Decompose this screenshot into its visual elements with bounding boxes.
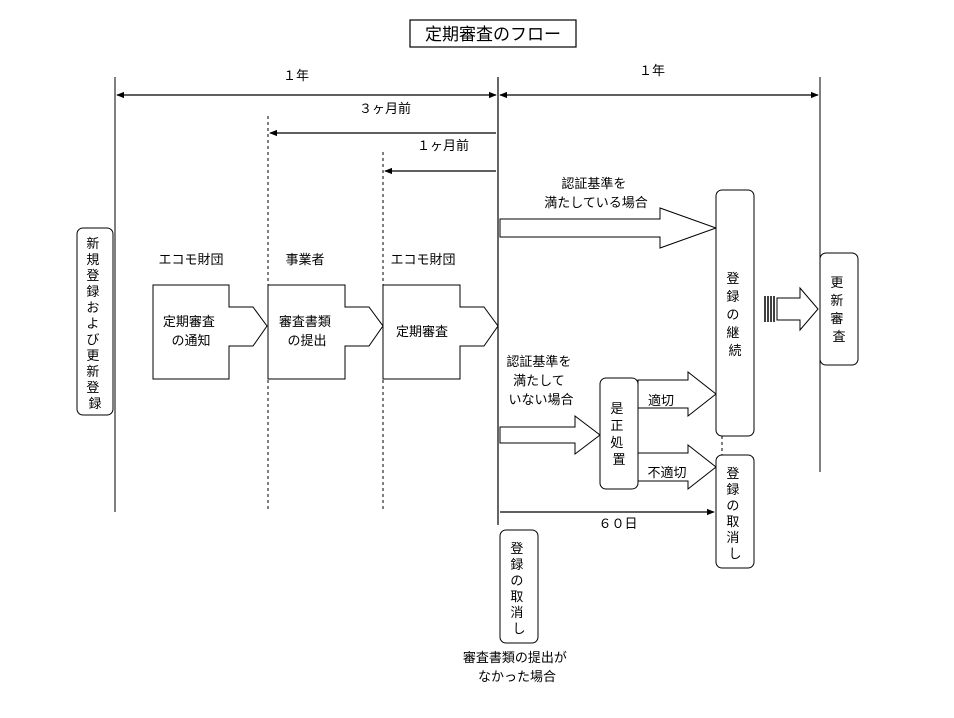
corrective-action-box (599, 377, 639, 490)
title-box (409, 19, 577, 48)
page-title: 定期審査のフロー (425, 25, 561, 45)
appropriate-arrow (637, 370, 717, 418)
step-submission-text: 審査書類 の提出 (279, 315, 335, 349)
renewal-striped-arrow (764, 286, 819, 332)
step-review-text: 定期審査 (396, 325, 448, 340)
inappropriate-label: 不適切 (647, 465, 686, 481)
renewal-review-text: 更 新 審 査 (830, 276, 847, 345)
step-submission-box (267, 284, 384, 380)
continuation-box (715, 189, 755, 437)
cancellation-right-box (715, 454, 755, 569)
appropriate-label: 適切 (648, 393, 674, 409)
not-meets-criteria-arrow (499, 414, 601, 456)
new-registration-text: 新 規 登 録 お よ び 更 新 登 録 (86, 236, 103, 412)
period-label-2: １年 (639, 64, 665, 79)
new-registration-box (76, 227, 114, 416)
cancellation-right-text: 登 録 の 取 消 し (726, 467, 743, 562)
meets-criteria-text: 認証基準を 満たしている場合 (544, 176, 648, 211)
sixty-days-label: ６０日 (598, 517, 637, 532)
actor-ecomo-2: エコモ財団 (390, 253, 455, 268)
cancellation-bottom-box (499, 529, 539, 644)
corrective-action-text: 是 正 処 置 (610, 402, 627, 468)
step-notice-text: 定期審査 の通知 (163, 315, 219, 349)
actor-operator: 事業者 (285, 252, 324, 268)
no-submission-text: 審査書類の提出が なかった場合 (463, 650, 571, 685)
three-months-label: ３ヶ月前 (359, 101, 411, 117)
step-notice-box (152, 284, 268, 380)
continuation-text: 登 録 の 継 続 (726, 272, 743, 359)
one-month-label: １ヶ月前 (417, 138, 469, 154)
period-label-1: １年 (283, 69, 309, 84)
meets-criteria-arrow (499, 207, 718, 249)
renewal-review-box (819, 252, 859, 366)
cancellation-bottom-text: 登 録 の 取 消 し (510, 542, 527, 637)
inappropriate-arrow (637, 443, 717, 491)
not-meets-criteria-text: 認証基準を 満たして いない場合 (506, 354, 575, 408)
step-review-box (382, 284, 499, 380)
actor-ecomo-1: エコモ財団 (158, 253, 223, 268)
